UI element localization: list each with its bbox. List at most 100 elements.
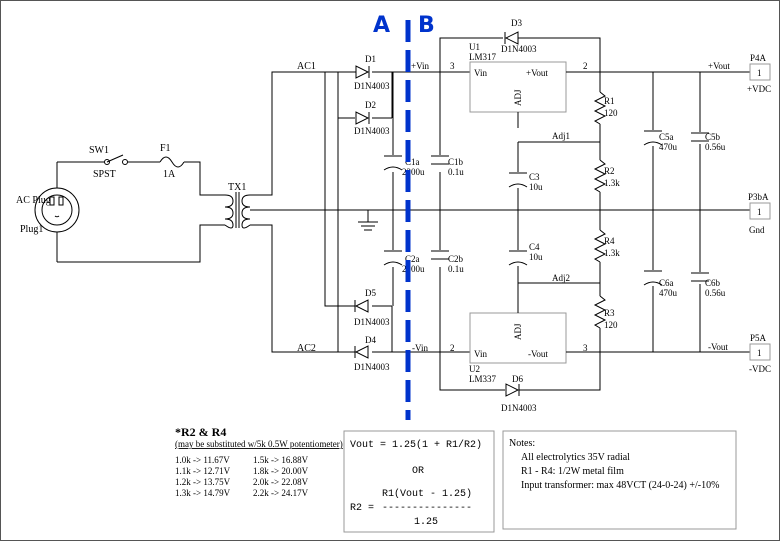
notes-box (502, 430, 737, 530)
c6a-value: 470u (659, 288, 678, 298)
ac1-label: AC1 (297, 61, 316, 72)
d4-part: D1N4003 (354, 362, 390, 372)
connector-p3ba (749, 202, 771, 220)
switch-label: SW1 (89, 145, 109, 156)
formula-or: OR (412, 466, 424, 477)
d3-part: D1N4003 (501, 44, 537, 54)
c3-value: 10u (529, 182, 543, 192)
cap-c4 (508, 250, 528, 266)
notes-title: Notes: (509, 438, 535, 449)
regulator-wiring (380, 31, 750, 397)
c5a-value: 470u (659, 142, 678, 152)
p5a-label: -VDC (749, 364, 771, 374)
u1-adj: ADJ (513, 89, 523, 106)
plug-ref: Plug1 (20, 224, 43, 235)
r4-label: R4 (604, 236, 615, 246)
d2-label: D2 (365, 100, 376, 110)
p5a-pin: 1 (757, 348, 762, 358)
u1-pin3: 3 (450, 61, 455, 71)
c1a-value: 2200u (402, 167, 425, 177)
neg-vin-label: -Vin (412, 343, 428, 353)
r2r4-row-2-b: 2.0k -> 22.08V (253, 477, 309, 487)
r2r4-row-0-a: 1.0k -> 11.67V (175, 455, 230, 465)
d3-label: D3 (511, 18, 522, 28)
connector-p5a (749, 343, 771, 361)
u2-pin3: 3 (583, 343, 588, 353)
diode-d5 (354, 299, 369, 313)
u1-pin2: 2 (583, 61, 588, 71)
cap-c1b (431, 155, 449, 165)
notes-line-2: Input transformer: max 48VCT (24-0-24) +… (521, 480, 719, 491)
r2r4-title: *R2 & R4 (175, 425, 226, 439)
marker-a: A (373, 13, 390, 38)
r3-label: R3 (604, 308, 615, 318)
r2r4-row-1-b: 1.8k -> 20.00V (253, 466, 309, 476)
r2-value: 1.3k (604, 178, 620, 188)
d1-label: D1 (365, 54, 376, 64)
p4a-ref: P4A (750, 53, 767, 63)
u1-part: LM317 (469, 52, 497, 62)
u2-label: U2 (469, 364, 480, 374)
r4-value: 1.3k (604, 248, 620, 258)
d5-part: D1N4003 (354, 317, 390, 327)
cap-c1a (383, 155, 403, 171)
p3ba-label: Gnd (749, 225, 765, 235)
cap-c2a (383, 250, 403, 266)
r2-label: R2 (604, 166, 615, 176)
r2r4-row-3-a: 1.3k -> 14.79V (175, 488, 231, 498)
cap-c5a (643, 130, 663, 146)
c1a-label: C1a (405, 157, 420, 167)
c2b-label: C2b (448, 254, 464, 264)
d6-part: D1N4003 (501, 403, 537, 413)
pos-vin-label: +Vin (411, 61, 430, 71)
r2r4-row-3-b: 2.2k -> 24.17V (253, 488, 309, 498)
c2a-label: C2a (405, 254, 420, 264)
resistor-r3 (593, 295, 607, 329)
diode-d2 (355, 111, 370, 125)
transformer-label: TX1 (228, 182, 246, 193)
ac2-label: AC2 (297, 343, 316, 354)
u1-vout: +Vout (526, 68, 548, 78)
fuse-value: 1A (163, 169, 176, 180)
u2-adj: ADJ (513, 323, 523, 340)
c2a-value: 2200u (402, 264, 425, 274)
d2-part: D1N4003 (354, 126, 390, 136)
neg-vout-net: -Vout (708, 342, 728, 352)
ac-plug (34, 162, 80, 262)
r2r4-row-2-a: 1.2k -> 13.75V (175, 477, 231, 487)
c5b-value: 0.56u (705, 142, 726, 152)
notes-line-0: All electrolytics 35V radial (521, 452, 630, 463)
c5a-label: C5a (659, 132, 674, 142)
formula-line1: Vout = 1.25(1 + R1/R2) (350, 439, 482, 451)
diode-d1 (355, 65, 370, 79)
c6a-label: C6a (659, 278, 674, 288)
formula-box (343, 430, 495, 533)
diode-d4 (354, 345, 369, 359)
resistor-r2 (593, 159, 607, 193)
formula-numerator: R1(Vout - 1.25) (382, 488, 472, 500)
cap-c6b (691, 272, 709, 282)
formula-denominator: 1.25 (414, 517, 438, 528)
d6-label: D6 (512, 374, 523, 384)
u2-vout: -Vout (528, 349, 548, 359)
plug-label: AC Plug (16, 195, 51, 206)
resistor-r1 (593, 91, 607, 125)
c1b-label: C1b (448, 157, 464, 167)
u1-label: U1 (469, 42, 480, 52)
c6b-value: 0.56u (705, 288, 726, 298)
r2r4-subtitle: (may be substituted w/5k 0.5W potentiome… (175, 439, 343, 449)
u2-part: LM337 (469, 374, 497, 384)
c2b-value: 0.1u (448, 264, 464, 274)
adj1-label: Adj1 (552, 131, 570, 141)
cap-c2b (431, 250, 449, 260)
c4-value: 10u (529, 252, 543, 262)
resistor-r4 (593, 229, 607, 263)
r2r4-row-1-a: 1.1k -> 12.71V (175, 466, 231, 476)
u2-vin: Vin (474, 349, 487, 359)
r3-value: 120 (604, 320, 618, 330)
c4-label: C4 (529, 242, 540, 252)
formula-lhs: R2 = (350, 503, 374, 514)
r2r4-row-0-b: 1.5k -> 16.88V (253, 455, 309, 465)
c1b-value: 0.1u (448, 167, 464, 177)
